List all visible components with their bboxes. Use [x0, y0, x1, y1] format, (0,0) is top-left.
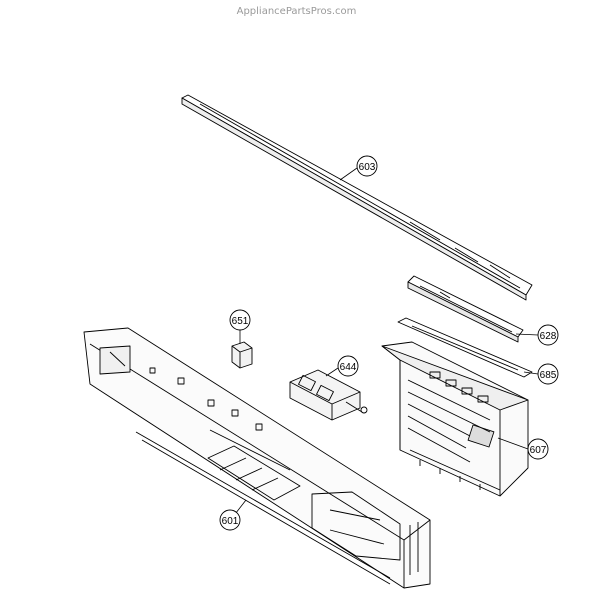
leader-lines	[231, 167, 539, 519]
part-685-film[interactable]	[397, 317, 533, 378]
callout-685: 685	[540, 370, 557, 381]
part-644-switch[interactable]	[289, 369, 368, 421]
callout-601: 601	[222, 516, 239, 527]
part-628-cover[interactable]	[407, 275, 524, 343]
part-601-console[interactable]	[83, 327, 431, 589]
callout-644: 644	[340, 362, 357, 373]
callout-607: 607	[530, 445, 547, 456]
callout-603: 603	[359, 162, 376, 173]
part-603-trim-strip[interactable]	[181, 94, 533, 301]
callout-651: 651	[232, 316, 249, 327]
callout-628: 628	[540, 331, 557, 342]
part-607-control-board[interactable]	[381, 341, 529, 497]
callout-circles	[219, 155, 559, 531]
watermark-text: AppliancePartsPros.com	[236, 6, 357, 17]
part-651-relay[interactable]	[231, 341, 253, 369]
